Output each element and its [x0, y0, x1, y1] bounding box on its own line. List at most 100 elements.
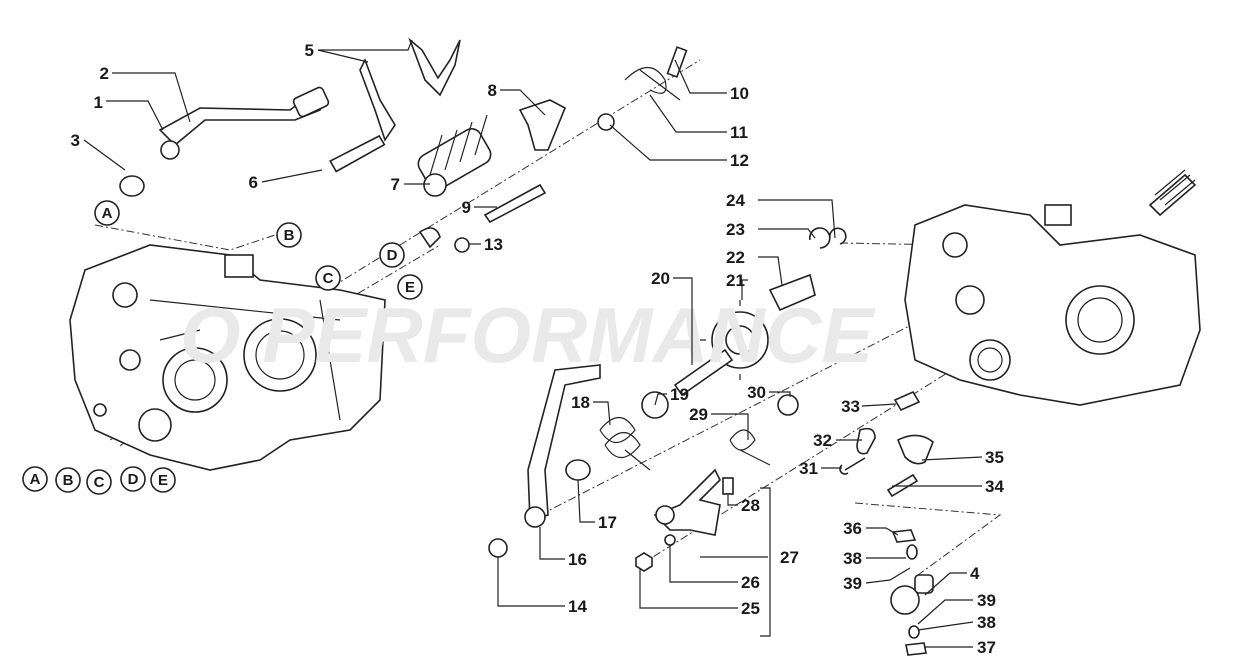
leader-line [674, 59, 727, 94]
callout-number: 10 [730, 84, 749, 103]
callout-number: 35 [985, 448, 1004, 467]
leader-line [917, 599, 973, 625]
callout-number: 18 [571, 393, 590, 412]
leader-line [106, 100, 164, 131]
leader-line [921, 456, 983, 461]
callout-number: 11 [730, 123, 748, 142]
reference-letter: E [158, 472, 168, 489]
callout-number: 19 [670, 385, 689, 404]
leader-line [917, 621, 974, 631]
callout-number: 22 [726, 248, 745, 267]
callout-number: 25 [741, 599, 760, 618]
reference-letter: E [405, 279, 415, 296]
callout-number: 14 [568, 597, 587, 616]
callout-number: 5 [305, 41, 314, 60]
leader-line [924, 572, 967, 596]
callout-36: 36 [843, 519, 899, 538]
callout-17: 17 [577, 479, 617, 532]
callout-8: 8 [488, 81, 546, 116]
callout-number: 30 [747, 383, 766, 402]
callout-7: 7 [391, 175, 430, 194]
callout-number: 17 [598, 513, 617, 532]
callout-number: 6 [249, 173, 258, 192]
callout-1: 1 [94, 93, 164, 131]
reference-letter-circle [150, 467, 176, 493]
leader-line [112, 72, 191, 123]
callout-20: 20 [651, 269, 693, 365]
callout-32: 32 [813, 431, 862, 450]
leader-line [83, 139, 126, 171]
callout-24: 24 [726, 191, 836, 239]
leader-line [758, 228, 816, 239]
reference-letter-circle [86, 469, 112, 495]
leader-line [654, 393, 667, 406]
callout-31: 31 [799, 459, 842, 478]
leader-line [769, 391, 791, 397]
callout-number: 27 [780, 548, 799, 567]
reference-letter: D [387, 247, 398, 264]
leader-line [711, 413, 749, 440]
callout-number: 34 [985, 477, 1004, 496]
callout-6: 6 [249, 169, 323, 192]
callout-23: 23 [726, 220, 816, 239]
callout-number: 1 [94, 93, 103, 112]
reference-letter: A [102, 205, 113, 222]
reference-letter-circle [276, 222, 302, 248]
callout-number: 13 [484, 235, 503, 254]
callout-number: 7 [391, 175, 400, 194]
reference-letter-circle [94, 200, 120, 226]
callout-4: 4 [924, 564, 980, 596]
callout-number: 12 [730, 151, 749, 170]
callout-number: 16 [568, 550, 587, 569]
callout-number: 26 [741, 573, 760, 592]
callout-25: 25 [639, 568, 760, 618]
crankcase-left [69, 244, 386, 471]
leader-line [539, 527, 565, 560]
reference-letter-circle [22, 466, 48, 492]
callout-3: 3 [71, 131, 126, 171]
callout-18: 18 [571, 393, 611, 426]
callout-28: 28 [727, 494, 760, 515]
leader-line [317, 49, 369, 63]
leader-line [861, 403, 897, 407]
leader-line [609, 124, 727, 161]
callout-number: 28 [741, 496, 760, 515]
leader-line [760, 487, 771, 637]
leader-line [649, 94, 727, 133]
callout-9: 9 [462, 198, 497, 217]
callout-35: 35 [921, 448, 1004, 467]
callout-39: 39 [843, 567, 911, 593]
callout-number: 8 [488, 81, 497, 100]
callout-number: 33 [841, 397, 860, 416]
parts [119, 37, 934, 656]
callout-10: 10 [674, 59, 749, 103]
callout-27: 27 [700, 487, 799, 637]
callout-38: 38 [917, 613, 996, 632]
callout-number: 39 [977, 591, 996, 610]
callout-number: 37 [977, 638, 996, 657]
callout-number: 2 [100, 64, 109, 83]
leader-line [866, 527, 899, 536]
reference-letter: B [284, 227, 295, 244]
callout-number: 21 [726, 271, 745, 290]
reference-letter-circle [120, 466, 146, 492]
leader-line [577, 479, 595, 523]
leader-line [727, 494, 738, 506]
leader-line [741, 279, 748, 300]
leader-line [593, 401, 611, 426]
callout-number: 9 [462, 198, 471, 217]
callout-19: 19 [654, 385, 689, 406]
leader-line [758, 256, 783, 286]
leader-line [669, 546, 738, 583]
callout-number: 24 [726, 191, 745, 210]
callout-34: 34 [892, 477, 1004, 496]
callout-number: 36 [843, 519, 862, 538]
callout-number: 3 [71, 131, 80, 150]
leader-line [318, 39, 413, 51]
callout-16: 16 [539, 527, 587, 569]
reference-letter: B [63, 472, 74, 489]
callout-13: 13 [468, 235, 503, 254]
callout-number: 4 [970, 564, 980, 583]
